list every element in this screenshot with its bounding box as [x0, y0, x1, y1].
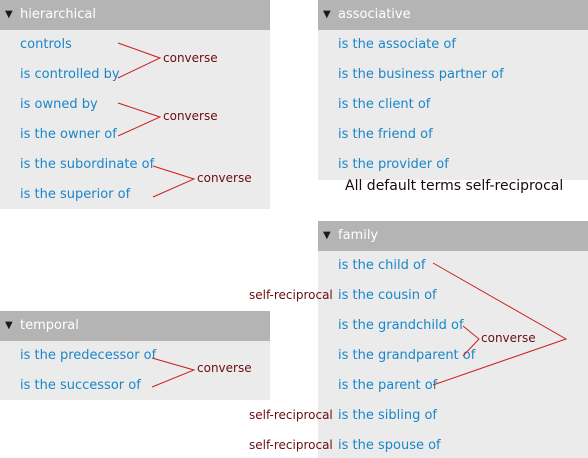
term-is-the-child-of[interactable]: is the child of	[338, 258, 426, 273]
triangle-down-icon[interactable]: ▼	[5, 9, 13, 20]
panel-hierarchical: ▼ hierarchical controls is controlled by…	[0, 0, 270, 209]
term-is-the-business-partner-of[interactable]: is the business partner of	[338, 67, 504, 82]
annotation-converse: converse	[163, 51, 218, 65]
term-is-the-superior-of[interactable]: is the superior of	[20, 187, 131, 202]
term-is-the-cousin-of[interactable]: is the cousin of	[338, 288, 437, 303]
term-is-the-sibling-of[interactable]: is the sibling of	[338, 408, 437, 423]
term-is-the-spouse-of[interactable]: is the spouse of	[338, 438, 441, 453]
annotation-converse: converse	[481, 331, 536, 345]
triangle-down-icon[interactable]: ▼	[323, 230, 331, 241]
term-is-the-provider-of[interactable]: is the provider of	[338, 157, 449, 172]
panel-associative: ▼ associative is the associate of is the…	[318, 0, 588, 180]
panel-family: ▼ family is the child of is the cousin o…	[318, 221, 588, 458]
panel-title: hierarchical	[20, 7, 96, 22]
triangle-down-icon[interactable]: ▼	[323, 9, 331, 20]
panel-header-associative[interactable]: ▼ associative	[318, 0, 588, 30]
triangle-down-icon[interactable]: ▼	[5, 320, 13, 331]
panel-title: associative	[338, 7, 411, 22]
term-is-the-owner-of[interactable]: is the owner of	[20, 127, 117, 142]
term-is-the-grandparent-of[interactable]: is the grandparent of	[338, 348, 476, 363]
term-is-the-predecessor-of[interactable]: is the predecessor of	[20, 348, 157, 363]
annotation-converse: converse	[197, 171, 252, 185]
term-is-the-associate-of[interactable]: is the associate of	[338, 37, 456, 52]
panel-header-family[interactable]: ▼ family	[318, 221, 588, 251]
annotation-self-reciprocal: self-reciprocal	[249, 438, 333, 452]
term-is-the-friend-of[interactable]: is the friend of	[338, 127, 433, 142]
term-is-the-parent-of[interactable]: is the parent of	[338, 378, 438, 393]
annotation-converse: converse	[163, 109, 218, 123]
term-is-the-grandchild-of[interactable]: is the grandchild of	[338, 318, 464, 333]
annotation-self-reciprocal: self-reciprocal	[249, 288, 333, 302]
term-is-the-client-of[interactable]: is the client of	[338, 97, 431, 112]
term-controls[interactable]: controls	[20, 37, 72, 52]
panel-title: family	[338, 228, 379, 243]
panel-header-temporal[interactable]: ▼ temporal	[0, 311, 270, 341]
annotation-converse: converse	[197, 361, 252, 375]
associative-note: All default terms self-reciprocal	[345, 178, 564, 194]
term-is-the-subordinate-of[interactable]: is the subordinate of	[20, 157, 155, 172]
annotation-self-reciprocal: self-reciprocal	[249, 408, 333, 422]
panel-temporal: ▼ temporal is the predecessor of is the …	[0, 311, 270, 400]
term-is-controlled-by[interactable]: is controlled by	[20, 67, 120, 82]
term-is-the-successor-of[interactable]: is the successor of	[20, 378, 141, 393]
term-is-owned-by[interactable]: is owned by	[20, 97, 98, 112]
panel-header-hierarchical[interactable]: ▼ hierarchical	[0, 0, 270, 30]
panel-title: temporal	[20, 318, 79, 333]
